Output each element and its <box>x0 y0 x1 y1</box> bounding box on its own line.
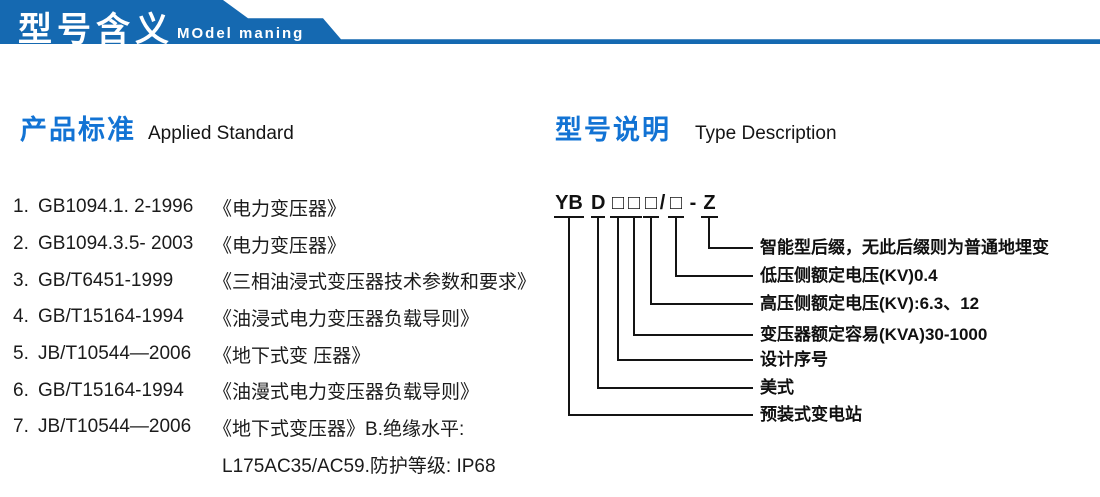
diagram-label-prefab-substation: 预装式变电站 <box>760 405 862 424</box>
diagram-label-hv-voltage: 高压侧额定电压(KV):6.3、12 <box>760 294 980 313</box>
standard-number: 3. <box>13 269 29 291</box>
standard-row: 3. GB/T6451-1999 《三相油浸式变压器技术参数和要求》 <box>13 262 573 299</box>
page-title: 型号含义 <box>18 11 174 49</box>
diagram-label-american-style: 美式 <box>760 378 794 397</box>
standard-row-continuation: L175AC35/AC59.防护等级: IP68 <box>13 446 573 483</box>
standard-number: 7. <box>13 416 29 438</box>
standard-title: 《电力变压器》 <box>213 198 347 220</box>
code-part-yb: YB <box>554 192 584 218</box>
standard-number: 2. <box>13 233 29 255</box>
diagram-label-rated-capacity: 变压器额定容易(KVA)30-1000 <box>760 325 988 344</box>
standard-number: 6. <box>13 379 29 401</box>
diagram-label-design-serial: 设计序号 <box>760 350 828 369</box>
standard-code: GB/T15164-1994 <box>38 379 184 401</box>
standard-row: 4. GB/T15164-1994 《油浸式电力变压器负载导则》 <box>13 299 573 336</box>
header-bar: 型号含义 MOdel maning <box>0 0 1100 49</box>
standard-row: 7. JB/T10544—2006 《地下式变压器》B.绝缘水平: <box>13 409 573 446</box>
standard-code: GB/T15164-1994 <box>38 306 184 328</box>
standard-number: 4. <box>13 306 29 328</box>
type-description-heading-zh: 型号说明 <box>555 115 671 145</box>
standard-title: 《三相油浸式变压器技术参数和要求》 <box>213 272 537 294</box>
standards-list: 1. GB1094.1. 2-1996 《电力变压器》 2. GB1094.3.… <box>13 189 573 483</box>
standard-title: 《油漫式电力变压器负载导则》 <box>213 382 480 404</box>
connector-lines <box>568 216 753 416</box>
applied-standard-heading: 产品标准 Applied Standard <box>20 108 294 147</box>
code-part-box4: □ <box>668 192 684 218</box>
standard-number: 1. <box>13 196 29 218</box>
code-part-box2: □ <box>626 192 642 218</box>
standard-row: 2. GB1094.3.5- 2003 《电力变压器》 <box>13 226 573 263</box>
applied-standard-heading-zh: 产品标准 <box>20 115 136 145</box>
diagram-label-lv-voltage: 低压侧额定电压(KV)0.4 <box>760 266 938 285</box>
page-subtitle: MOdel maning <box>177 25 305 42</box>
standard-title: 《地下式变压器》B.绝缘水平: <box>213 418 465 440</box>
applied-standard-heading-en: Applied Standard <box>148 123 294 144</box>
standard-row: 6. GB/T15164-1994 《油漫式电力变压器负载导则》 <box>13 372 573 409</box>
code-part-d: D <box>591 192 605 218</box>
standard-code: GB1094.3.5- 2003 <box>38 233 194 255</box>
diagram-label-smart-suffix: 智能型后缀，无此后缀则为普通地埋变 <box>760 238 1049 257</box>
code-part-box1: □ <box>610 192 626 218</box>
standard-row: 5. JB/T10544—2006 《地下式变 压器》 <box>13 336 573 373</box>
standard-code: GB1094.1. 2-1996 <box>38 196 194 218</box>
header-bar-shape <box>0 0 1100 44</box>
code-part-box3: □ <box>643 192 659 218</box>
standard-row: 1. GB1094.1. 2-1996 《电力变压器》 <box>13 189 573 226</box>
standard-code: GB/T6451-1999 <box>38 269 174 291</box>
standard-number: 5. <box>13 343 29 365</box>
standard-title: 《电力变压器》 <box>213 235 347 257</box>
type-description-heading: 型号说明 Type Description <box>555 108 837 147</box>
code-part-slash: / <box>659 192 666 214</box>
code-part-dash: - <box>689 192 697 214</box>
standard-code: JB/T10544—2006 <box>38 416 192 438</box>
model-code-diagram: YB D □ □ □ / □ - Z 智能型后缀，无此后缀则为普通地埋变 低压侧… <box>540 180 1100 480</box>
standard-title: 《油浸式电力变压器负载导则》 <box>213 308 480 330</box>
standard-code: JB/T10544—2006 <box>38 343 192 365</box>
code-part-z: Z <box>701 192 718 218</box>
standard-title-continuation: L175AC35/AC59.防护等级: IP68 <box>222 455 496 477</box>
standard-title: 《地下式变 压器》 <box>213 345 371 367</box>
type-description-heading-en: Type Description <box>695 123 837 144</box>
